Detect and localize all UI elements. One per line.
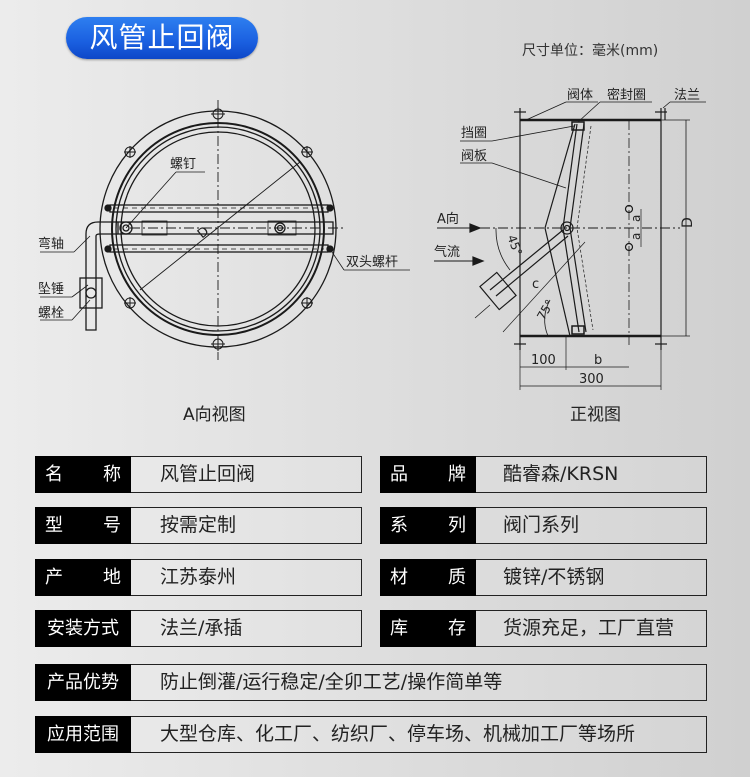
spec-label: 品牌 — [380, 456, 476, 493]
callout-stud: 双头螺杆 — [346, 255, 398, 270]
technical-drawings: 螺钉 弯轴 坠锤 螺栓 双头螺杆 D — [38, 87, 706, 390]
dim-100: 100 — [531, 353, 556, 368]
spec-value: 货源充足，工厂直营 — [503, 617, 675, 639]
spec-label: 名称 — [35, 456, 131, 493]
front-view-labels: 阀体 密封圈 法兰 挡圈 阀板 A向 气流 45° 75° c a a D 10… — [434, 87, 700, 387]
callout-counterweight: 坠锤 — [38, 281, 64, 297]
page-title: 风管止回阀 — [66, 17, 258, 59]
callout-seal: 密封圈 — [607, 87, 646, 103]
spec-label: 应用范围 — [35, 716, 131, 753]
spec-row-name: 名称 风管止回阀 — [35, 456, 362, 493]
callout-body: 阀体 — [567, 88, 593, 103]
spec-value: 酷睿森/KRSN — [503, 463, 619, 485]
spec-value: 大型仓库、化工厂、纺织厂、停车场、机械加工厂等场所 — [160, 723, 636, 745]
dim-D: D — [680, 217, 696, 228]
callout-bolt: 螺栓 — [38, 306, 64, 321]
dim-b: b — [594, 353, 602, 368]
dim-a-lower: a — [629, 233, 643, 240]
callout-blade: 阀板 — [461, 149, 487, 164]
unit-note: 尺寸单位：毫米(mm) — [522, 43, 659, 59]
front-view-drawing — [434, 101, 706, 390]
spec-value: 镀锌/不锈钢 — [503, 566, 605, 588]
callout-retainer: 挡圈 — [461, 126, 487, 141]
spec-row-origin: 产地 江苏泰州 — [35, 559, 362, 596]
spec-value: 防止倒灌/运行稳定/全卯工艺/操作简单等 — [160, 671, 503, 693]
spec-label: 库存 — [380, 610, 476, 647]
angle-75: 75° — [534, 297, 557, 322]
spec-row-brand: 品牌 酷睿森/KRSN — [380, 456, 707, 493]
dim-diameter: D — [195, 224, 212, 242]
spec-label: 系列 — [380, 507, 476, 544]
spec-row-stock: 库存 货源充足，工厂直营 — [380, 610, 707, 647]
spec-row-installation: 安装方式 法兰/承插 — [35, 610, 362, 647]
spec-label: 材质 — [380, 559, 476, 596]
spec-label: 型号 — [35, 507, 131, 544]
callout-screw: 螺钉 — [170, 157, 196, 172]
angle-45: 45° — [504, 233, 524, 258]
spec-label: 安装方式 — [35, 610, 131, 647]
spec-value: 风管止回阀 — [160, 463, 256, 485]
callout-bent-shaft: 弯轴 — [38, 236, 64, 252]
a-view-caption: A向视图 — [183, 405, 246, 425]
spec-row-advantages: 产品优势 防止倒灌/运行稳定/全卯工艺/操作简单等 — [35, 664, 707, 701]
front-view-caption: 正视图 — [570, 405, 621, 425]
dim-300: 300 — [579, 372, 604, 387]
spec-row-applications: 应用范围 大型仓库、化工厂、纺织厂、停车场、机械加工厂等场所 — [35, 716, 707, 753]
label-airflow: 气流 — [434, 244, 460, 260]
a-view-drawing — [40, 100, 410, 360]
spec-value: 按需定制 — [160, 514, 237, 536]
label-a-direction: A向 — [437, 211, 459, 227]
spec-label: 产品优势 — [35, 664, 131, 701]
dim-a-upper: a — [629, 215, 643, 222]
spec-row-model: 型号 按需定制 — [35, 507, 362, 544]
spec-value: 江苏泰州 — [160, 566, 237, 588]
spec-row-material: 材质 镀锌/不锈钢 — [380, 559, 707, 596]
dim-c: c — [532, 277, 539, 292]
spec-value: 法兰/承插 — [160, 617, 243, 639]
spec-value: 阀门系列 — [503, 514, 580, 536]
spec-label: 产地 — [35, 559, 131, 596]
callout-flange: 法兰 — [674, 88, 700, 103]
spec-row-series: 系列 阀门系列 — [380, 507, 707, 544]
